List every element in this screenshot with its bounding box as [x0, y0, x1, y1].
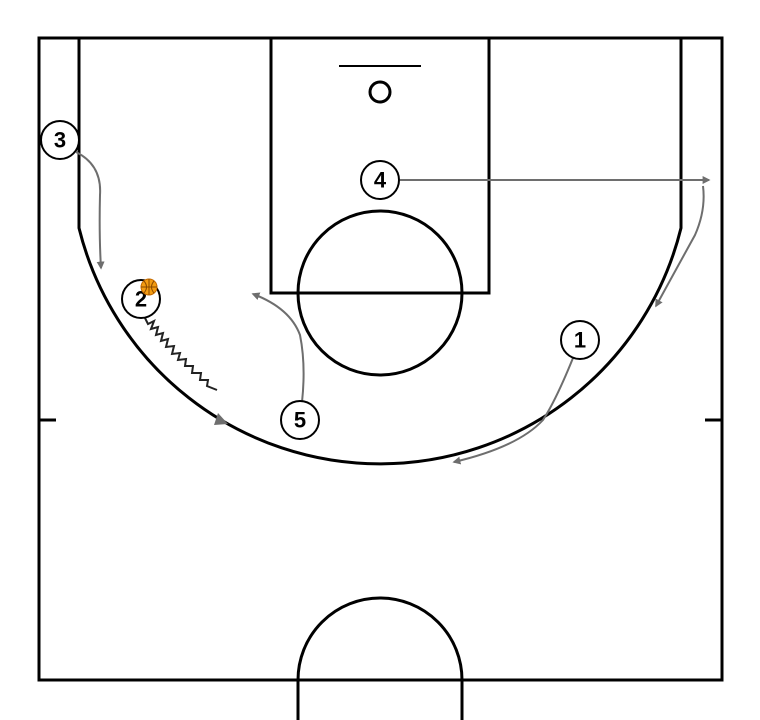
movement-paths	[75, 151, 711, 465]
players: 1 2 3 4 5	[40, 120, 600, 440]
player-1-label: 1	[574, 328, 586, 353]
hoop	[368, 80, 392, 104]
player-2-dribble-arrowhead	[214, 413, 228, 425]
player-3-marker	[40, 120, 80, 160]
player-5-cut-arrow	[251, 292, 305, 403]
player-3-label: 3	[54, 128, 66, 153]
free-throw-circle	[296, 209, 464, 377]
three-point-line	[77, 38, 683, 466]
basketball-icon	[140, 278, 158, 296]
court-boundary	[37, 36, 724, 682]
paint-lane	[269, 36, 491, 295]
player-4-down-arrow	[655, 185, 705, 308]
player-1-cut-arrow	[452, 357, 574, 465]
player-5-marker	[280, 400, 320, 440]
player-1: 1	[560, 320, 600, 360]
player-3-cut-arrow	[75, 151, 105, 270]
player-1-marker	[560, 320, 600, 360]
player-5: 5	[280, 400, 320, 440]
player-2-dribble-path	[144, 317, 218, 391]
court-lines	[37, 36, 724, 720]
player-4-marker	[360, 160, 400, 200]
center-circle-arc	[296, 596, 464, 720]
player-4: 4	[360, 160, 400, 200]
player-3: 3	[40, 120, 80, 160]
player-4-label: 4	[374, 168, 387, 193]
player-5-label: 5	[294, 408, 306, 433]
